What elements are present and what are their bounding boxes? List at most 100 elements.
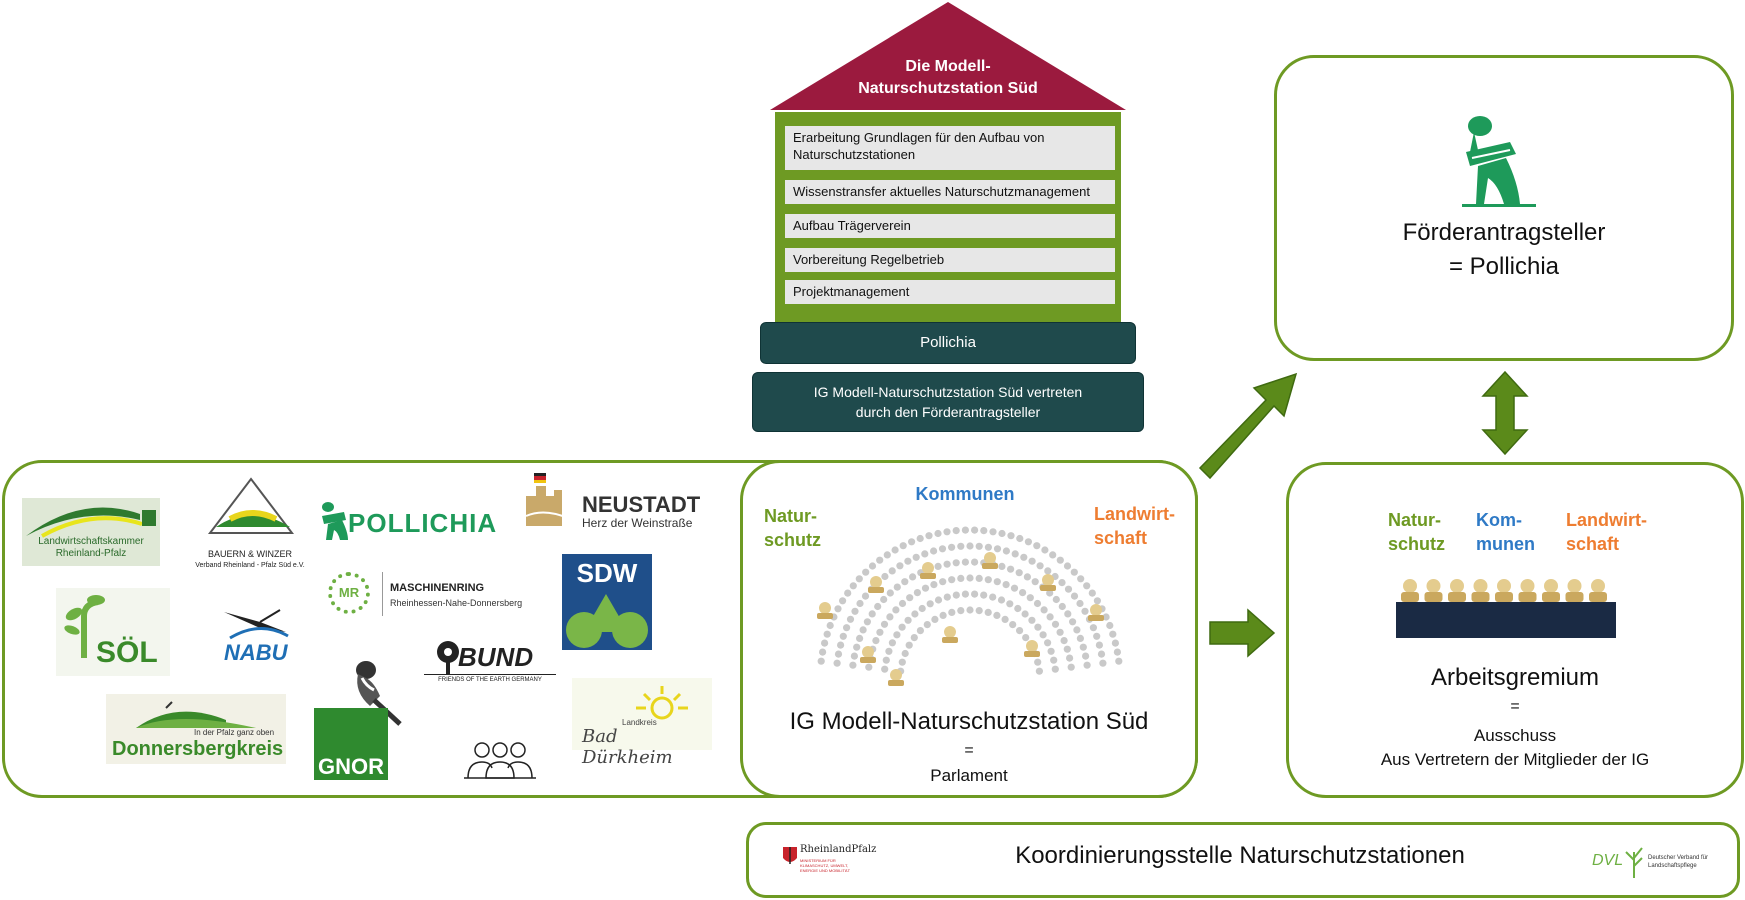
logo-bad-duerkheim: Landkreis Bad Dürkheim bbox=[572, 678, 712, 768]
parliament-label-naturschutz-line1: Natur- bbox=[764, 506, 817, 526]
logo-nabu: NABU bbox=[210, 602, 306, 668]
house-roof bbox=[770, 2, 1126, 110]
arrow-up-right-icon bbox=[1198, 372, 1298, 480]
house-item-wissenstransfer: Wissenstransfer aktuelles Naturschutzman… bbox=[785, 180, 1115, 204]
lwk-line2: Rheinland-Pfalz bbox=[55, 548, 127, 559]
foundation-pollichia: Pollichia bbox=[760, 322, 1136, 364]
dvl-line2: Landschaftspflege bbox=[1648, 863, 1697, 869]
committee-label-naturschutz-line2: schutz bbox=[1388, 534, 1446, 554]
coordination-title: Koordinierungsstelle Naturschutzstatione… bbox=[1015, 842, 1465, 869]
bauern-mountain-icon bbox=[207, 477, 295, 534]
donnersberg-hill-icon bbox=[136, 701, 256, 728]
neustadt-title: NEUSTADT bbox=[582, 492, 701, 517]
committee-label-landwirtschaft-line1: Landwirt- bbox=[1566, 510, 1647, 530]
bauern-line2: Verband Rheinland - Pfalz Süd e.V. bbox=[195, 562, 305, 569]
parliament-title: IG Modell-Naturschutzstation Süd bbox=[789, 708, 1149, 735]
committee-text: Ausschuss Aus Vertretern der Mitglieder … bbox=[1296, 724, 1734, 772]
logo-sdw: SDW bbox=[562, 554, 652, 650]
logo-landwirtschaftskammer: Landwirtschaftskammer Rheinland-Pfalz bbox=[22, 498, 160, 566]
parliament-label-naturschutz: Natur- schutz bbox=[764, 504, 821, 552]
dvl-tree-icon bbox=[1625, 847, 1643, 878]
mr-divider bbox=[382, 572, 383, 616]
parliament-seats-icon bbox=[817, 526, 1123, 686]
house-title: Die Modell- Naturschutzstation Süd bbox=[800, 56, 1096, 100]
arrow-right-icon bbox=[1209, 608, 1276, 658]
rlp-subtitle: MINISTERIUM FÜR KLIMASCHUTZ, UMWELT, ENE… bbox=[800, 858, 851, 873]
logo-neustadt: NEUSTADT Herz der Weinstraße bbox=[524, 472, 704, 532]
committee-label-kommunen-line1: Kom- bbox=[1476, 510, 1522, 530]
logo-rheinland-pfalz: RheinlandPfalz MINISTERIUM FÜR KLIMASCHU… bbox=[782, 844, 876, 880]
logo-gnor: GNOR bbox=[314, 656, 408, 780]
committee-line1: Ausschuss bbox=[1473, 726, 1557, 745]
applicant-line2: = Pollichia bbox=[1448, 253, 1560, 280]
gnor-wordmark: GNOR bbox=[318, 754, 384, 779]
nabu-stork-icon bbox=[224, 609, 289, 640]
committee-equals: = bbox=[1510, 698, 1520, 715]
parliament-equals: = bbox=[964, 742, 974, 759]
committee-label-kommunen-line2: munen bbox=[1476, 534, 1536, 554]
logo-pollichia: POLLICHIA bbox=[316, 498, 502, 542]
logo-bund: BUND FRIENDS OF THE EARTH GERMANY bbox=[424, 640, 556, 690]
dvl-line1: Deutscher Verband für bbox=[1648, 855, 1709, 861]
lwk-text: Landwirtschaftskammer Rheinland-Pfalz bbox=[22, 536, 160, 560]
arrow-double-vertical-icon bbox=[1481, 370, 1529, 456]
logo-soel: SÖL bbox=[56, 588, 170, 676]
committee-label-naturschutz-line1: Natur- bbox=[1388, 510, 1441, 530]
committee-label-kommunen: Kom- munen bbox=[1476, 508, 1535, 556]
lwk-swoosh-icon bbox=[26, 507, 156, 538]
house-item-projektmanagement: Projektmanagement bbox=[785, 280, 1115, 304]
soel-plant-icon bbox=[64, 595, 105, 658]
neustadt-castle-icon bbox=[525, 473, 569, 526]
parliament-box bbox=[740, 460, 1198, 798]
parliament-label-kommunen: Kommunen bbox=[915, 484, 1015, 504]
sdw-trees-icon bbox=[566, 594, 648, 648]
applicant-box bbox=[1274, 55, 1734, 361]
parliament-label-naturschutz-line2: schutz bbox=[764, 530, 822, 550]
house-item-grundlagen: Erarbeitung Grundlagen für den Aufbau vo… bbox=[785, 126, 1115, 170]
foundation-ig-line1: IG Modell-Naturschutzstation Süd vertret… bbox=[813, 384, 1083, 400]
mr-title: MASCHINENRING bbox=[390, 582, 485, 594]
logo-dvl: DVL Deutscher Verband für Landschaftspfl… bbox=[1592, 844, 1712, 880]
committee-line2: Aus Vertretern der Mitglieder der IG bbox=[1380, 750, 1650, 769]
nabu-wordmark: NABU bbox=[224, 640, 288, 665]
logo-donnersbergkreis: In der Pfalz ganz oben Donnersbergkreis bbox=[106, 694, 286, 764]
donnersberg-name: Donnersbergkreis bbox=[112, 738, 284, 760]
coordination-box bbox=[746, 822, 1740, 898]
applicant-text: Förderantragsteller = Pollichia bbox=[1280, 216, 1728, 284]
foundation-ig-line2: durch den Förderantragsteller bbox=[855, 404, 1041, 420]
parliament-label-landwirtschaft-line1: Landwirt- bbox=[1094, 504, 1175, 524]
parliament-subtitle: Parlament bbox=[930, 766, 1008, 785]
bauern-text: BAUERN & WINZER Verband Rheinland - Pfal… bbox=[190, 549, 310, 571]
pollichia-small-bird-icon bbox=[322, 502, 348, 540]
bund-subtitle: FRIENDS OF THE EARTH GERMANY bbox=[424, 674, 556, 683]
committee-label-naturschutz: Natur- schutz bbox=[1388, 508, 1445, 556]
house-item-traegerverein: Aufbau Trägerverein bbox=[785, 214, 1115, 238]
mr-badge: MR bbox=[328, 572, 370, 614]
logo-maschinenring: MR MASCHINENRING Rheinhessen-Nahe-Donner… bbox=[328, 572, 528, 616]
house-title-line2: Naturschutzstation Süd bbox=[858, 80, 1038, 97]
dvl-text: Deutscher Verband für Landschaftspflege bbox=[1648, 854, 1708, 870]
foundation-ig: IG Modell-Naturschutzstation Süd vertret… bbox=[752, 372, 1144, 432]
committee-table-icon bbox=[1396, 579, 1616, 638]
rlp-text: RheinlandPfalz bbox=[800, 844, 877, 855]
sdw-wordmark: SDW bbox=[576, 558, 638, 588]
donnersberg-tagline: In der Pfalz ganz oben bbox=[194, 728, 275, 737]
people-group-icon bbox=[464, 742, 536, 779]
bund-wordmark: BUND bbox=[458, 642, 534, 672]
logo-bauern-winzer: BAUERN & WINZER Verband Rheinland - Pfal… bbox=[190, 475, 310, 573]
duerkheim-small: Landkreis bbox=[622, 718, 657, 727]
gnor-block bbox=[314, 708, 388, 780]
parliament-label-landwirtschaft-line2: schaft bbox=[1094, 528, 1148, 548]
house-title-line1: Die Modell- bbox=[905, 58, 991, 75]
rlp-coat-of-arms-icon bbox=[783, 847, 797, 864]
duerkheim-sun-icon bbox=[636, 686, 688, 720]
house-item-regelbetrieb: Vorbereitung Regelbetrieb bbox=[785, 248, 1115, 272]
applicant-line1: Förderantragsteller bbox=[1402, 219, 1606, 246]
bauern-line1: BAUERN & WINZER bbox=[207, 549, 292, 559]
parliament-label-landwirtschaft: Landwirt- schaft bbox=[1094, 502, 1175, 550]
pollichia-wordmark: POLLICHIA bbox=[348, 508, 498, 538]
pollichia-bird-icon bbox=[1462, 116, 1536, 207]
mr-subtitle: Rheinhessen-Nahe-Donnersberg bbox=[390, 598, 523, 608]
soel-wordmark: SÖL bbox=[96, 636, 158, 669]
dvl-wordmark: DVL bbox=[1592, 852, 1624, 869]
